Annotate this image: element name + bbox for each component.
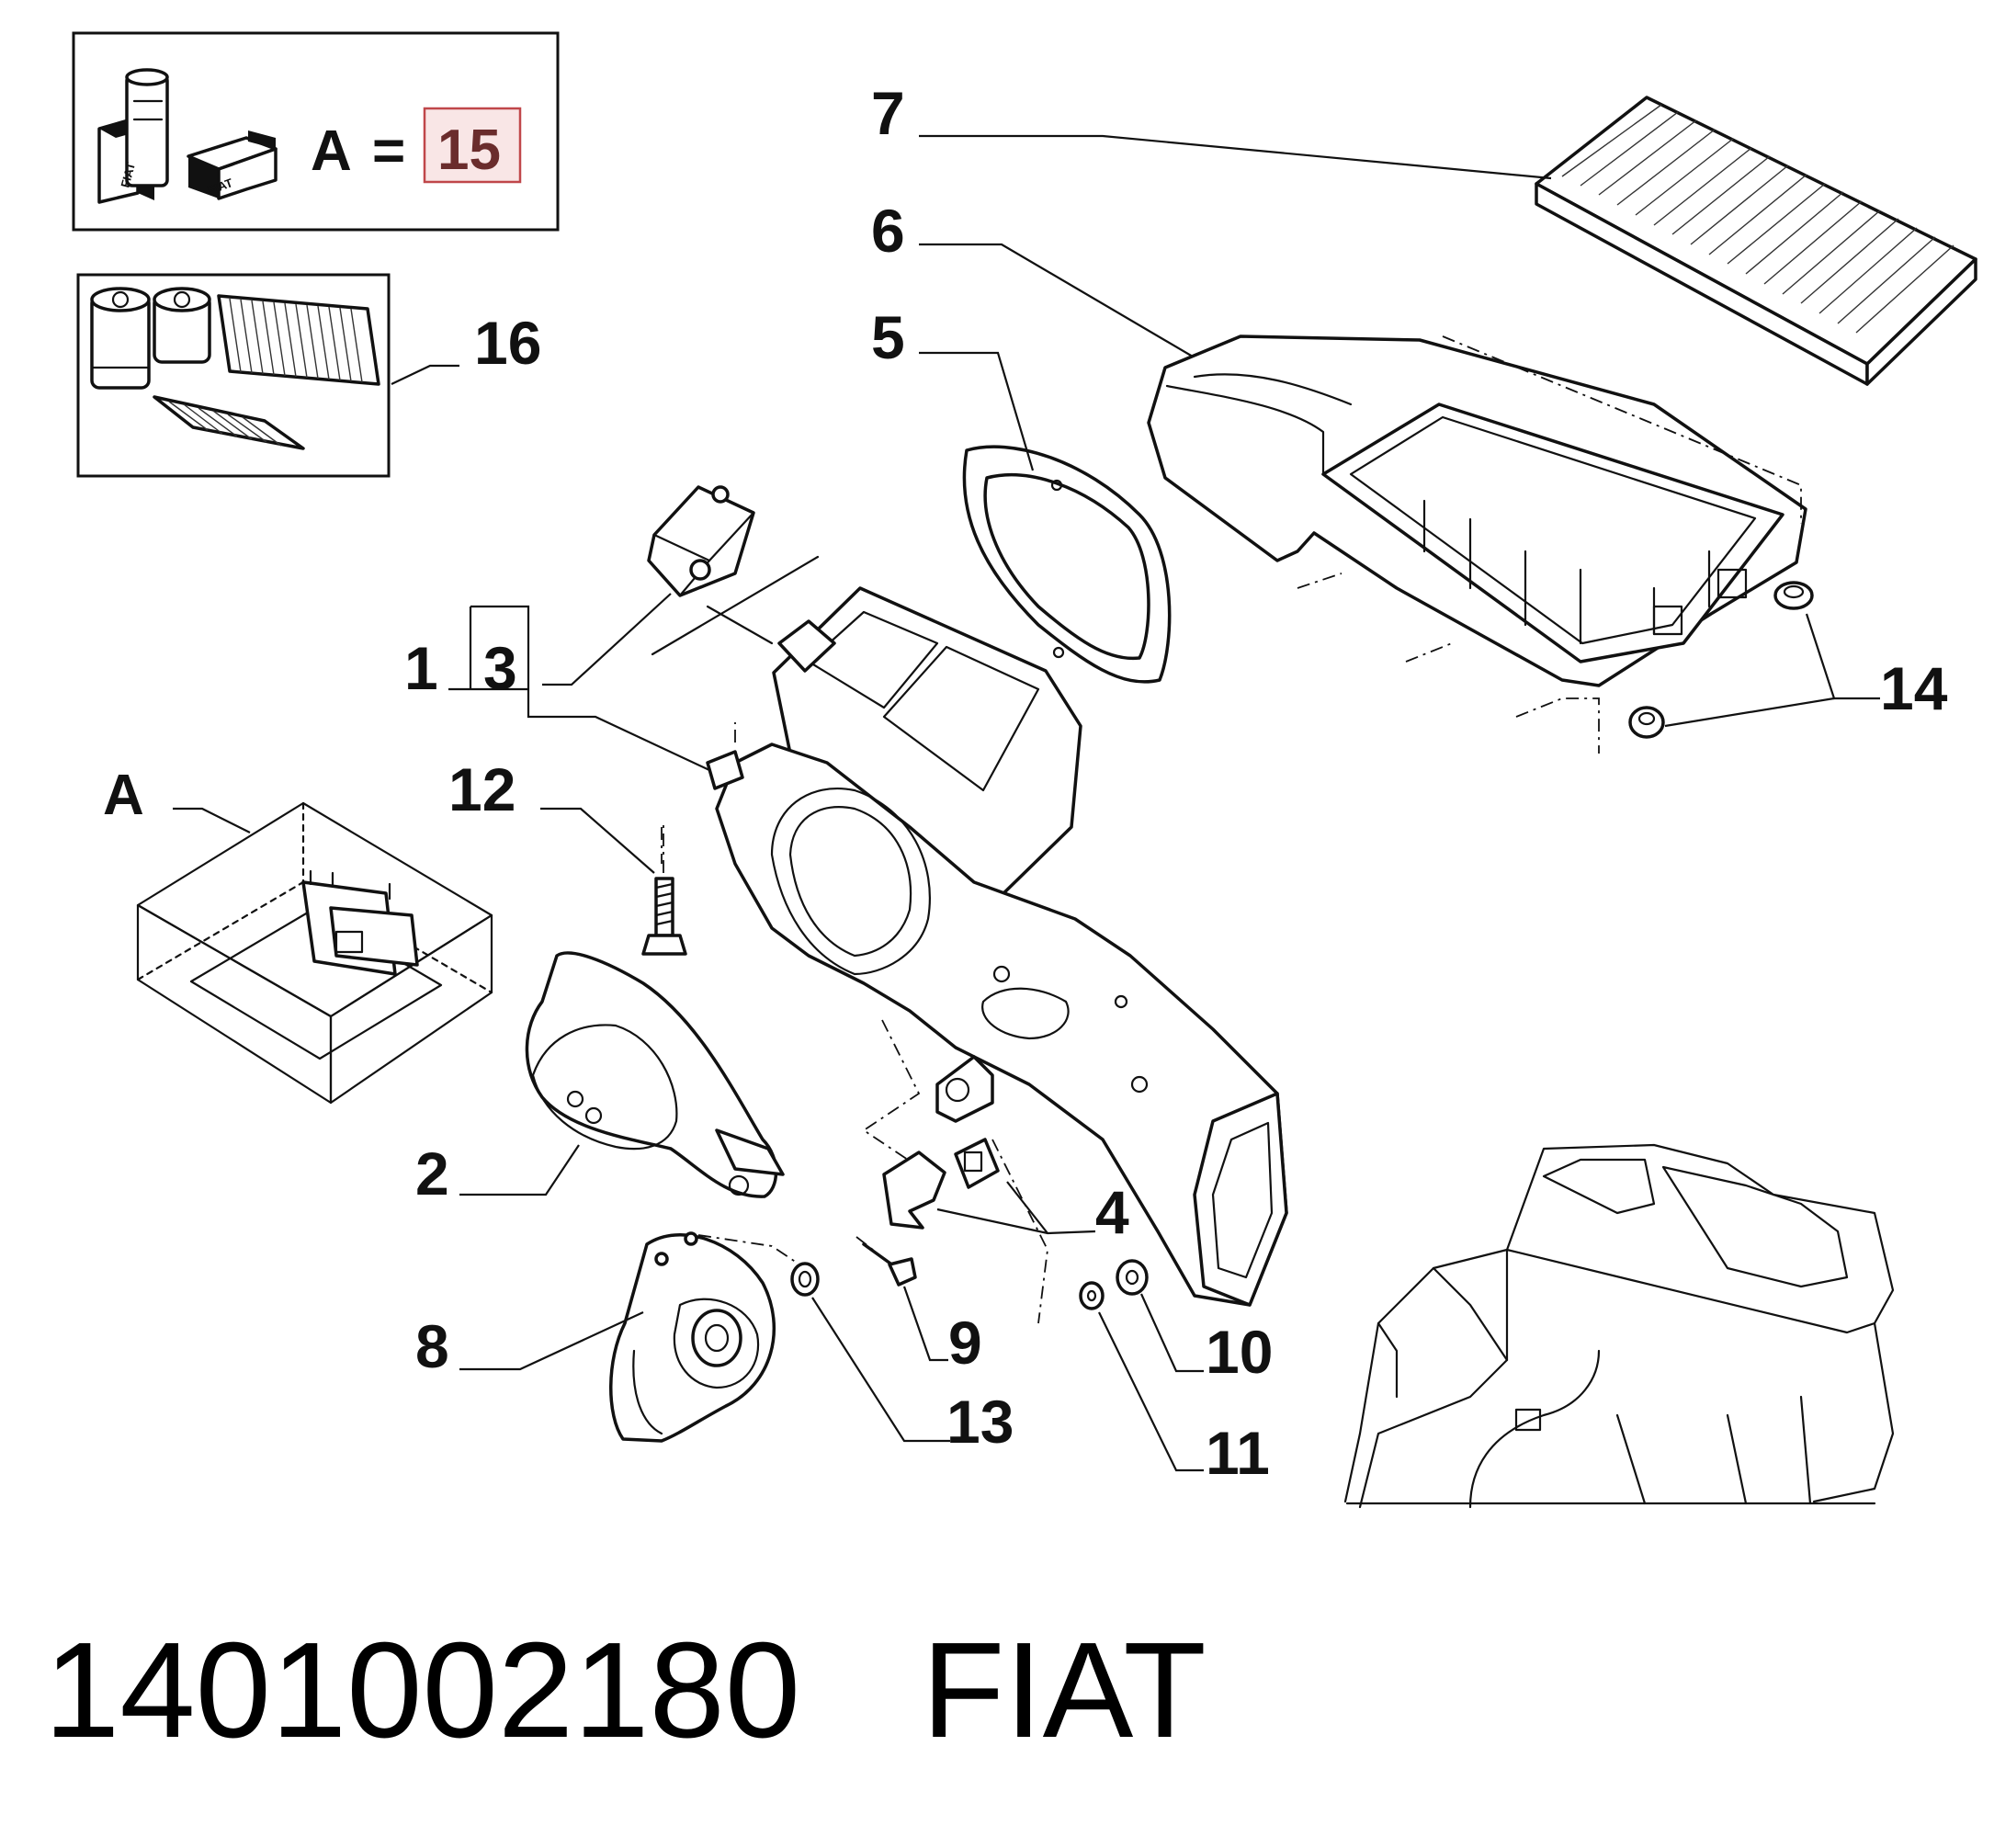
- hvac-heater-box: [448, 555, 1288, 1324]
- grommets-14: [1628, 581, 1880, 739]
- fiat-parts-kit-icon: FIAT FIAT: [97, 68, 278, 204]
- washer-10: [1116, 1259, 1204, 1373]
- callout-7: 7: [871, 79, 905, 147]
- cabin-filter-icon: [153, 395, 305, 450]
- callout-13: 13: [946, 1388, 1014, 1456]
- washer-11: [1079, 1281, 1204, 1472]
- callout-2: 2: [415, 1139, 449, 1207]
- hvac-module-background: [1343, 1143, 1895, 1509]
- callout-10: 10: [1206, 1318, 1273, 1386]
- kit-quantity-value: 15: [437, 119, 501, 182]
- callout-labels: 1 2 3 4 5 6 7 8 9 10 11 12 13 14 16 A: [103, 79, 1948, 1487]
- cabin-air-filter: [919, 96, 1977, 386]
- fiat-icon-label: FIAT: [118, 161, 138, 189]
- fuel-filter-icon: [153, 287, 211, 364]
- callout-9: 9: [948, 1309, 982, 1377]
- callout-12: 12: [448, 755, 515, 823]
- kit-box-label: A: [103, 764, 144, 827]
- clip-4: [882, 1138, 1096, 1235]
- brand-name: FIAT: [922, 1615, 1207, 1766]
- callout-8: 8: [415, 1312, 449, 1380]
- callout-3: 3: [483, 634, 517, 702]
- nut-13: [790, 1262, 950, 1443]
- callout-6: 6: [871, 197, 905, 265]
- kit-quantity-legend: FIAT FIAT A = 15: [72, 31, 560, 232]
- callout-4: 4: [1095, 1178, 1129, 1246]
- callout-11: 11: [1206, 1419, 1270, 1487]
- kit-box-a: [136, 801, 493, 1105]
- equals-sign: =: [372, 119, 405, 183]
- blower-motor-housing: [459, 951, 785, 1198]
- filter-housing-duct: [919, 243, 1807, 754]
- kit-letter: A: [311, 119, 352, 183]
- callout-5: 5: [871, 303, 905, 371]
- callout-16: 16: [474, 309, 541, 377]
- bolt-12: [540, 807, 687, 956]
- housing-gasket: [919, 351, 1172, 684]
- screw-9: [855, 1236, 948, 1362]
- flap-actuator: [542, 485, 755, 686]
- filter-kit-box: [76, 273, 459, 478]
- oil-filter-icon: [90, 287, 151, 390]
- parts-exploded-diagram: FIAT FIAT A = 15: [72, 31, 1977, 1509]
- blower-fan-unit: [459, 1231, 800, 1443]
- callout-1: 1: [404, 634, 438, 702]
- part-number: 1401002180: [44, 1615, 801, 1766]
- callout-14: 14: [1880, 654, 1948, 722]
- air-filter-icon: [217, 294, 380, 386]
- quantity-highlight-box: [423, 107, 522, 184]
- part-caption: 1401002180 FIAT: [44, 1613, 1955, 1769]
